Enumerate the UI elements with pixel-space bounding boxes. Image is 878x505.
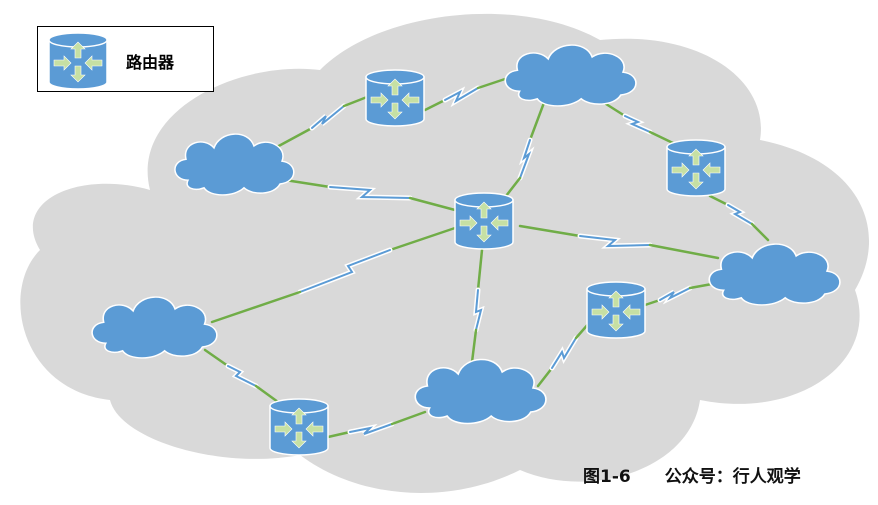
router-icon [586, 281, 646, 339]
router-icon [365, 69, 425, 127]
legend: 路由器 [37, 26, 214, 92]
link-cloud-tl-router-center [283, 178, 457, 212]
figure-number: 图1-6 [583, 467, 631, 487]
links [203, 77, 770, 439]
router-icon [48, 32, 108, 90]
link-router-center-cloud-left [210, 226, 457, 324]
router-icon [454, 192, 514, 250]
link-router-br-cloud-right [643, 282, 714, 307]
link-router-right-cloud-right [708, 194, 770, 242]
link-cloud-tl-router-top [273, 95, 369, 150]
link-cloud-left-router-bl [203, 348, 280, 404]
router-icon [666, 139, 726, 197]
link-router-center-cloud-right [518, 224, 720, 260]
legend-label: 路由器 [126, 53, 175, 72]
link-router-center-cloud-bottom [470, 248, 485, 364]
link-router-top-cloud-top [423, 77, 507, 112]
router-icon [269, 398, 329, 456]
link-cloud-top-router-center [504, 98, 547, 198]
figure-source: 公众号：行人观学 [664, 467, 801, 487]
link-router-bl-cloud-bottom [326, 410, 427, 439]
figure-caption: 图1-6 公众号：行人观学 [583, 462, 801, 487]
